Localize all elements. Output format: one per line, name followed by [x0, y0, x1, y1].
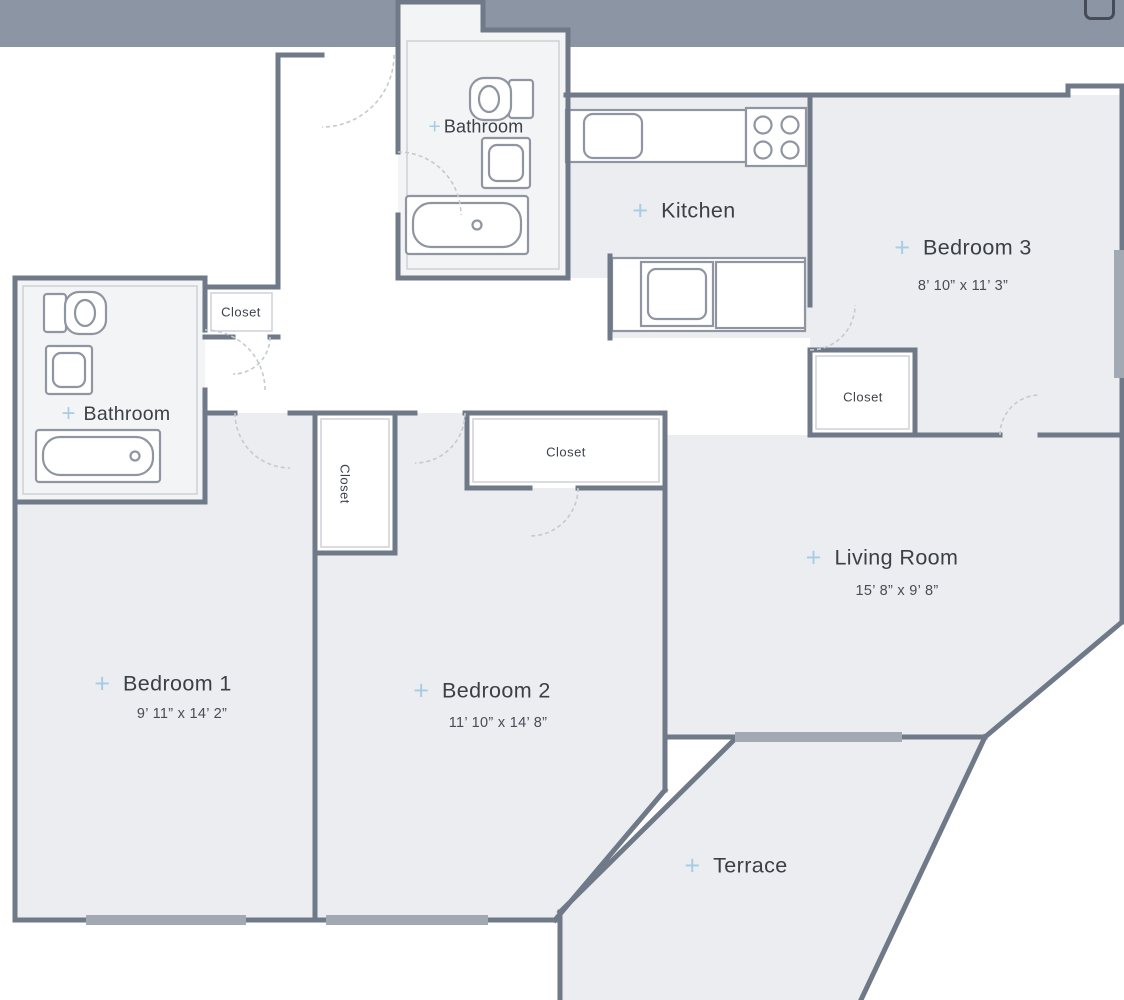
closet-center-area: [467, 413, 665, 488]
room-name: Bathroom: [443, 116, 524, 137]
room-label-bathroom-top: + Bathroom: [429, 117, 524, 138]
plus-icon[interactable]: +: [894, 232, 910, 263]
room-label-bedroom-3: + Bedroom 3: [894, 232, 1032, 263]
room-name: Bathroom: [83, 402, 171, 425]
walls: [12, 0, 1124, 1000]
room-label-bedroom-1: + Bedroom 1: [94, 668, 232, 699]
sink-icon: [44, 344, 94, 396]
room-name: Living Room: [834, 545, 959, 570]
closet-label-bedroom-3: Closet: [843, 389, 883, 405]
window-bedroom-2: [326, 915, 488, 925]
kitchen-sink-icon: [582, 112, 644, 160]
room-name: Bedroom 3: [923, 235, 1032, 260]
room-bedroom-2-area: [315, 413, 665, 920]
closet-hall-area: [315, 413, 395, 553]
room-label-kitchen: + Kitchen: [632, 195, 736, 226]
door-arc: [232, 336, 271, 375]
room-bedroom-1-area: [15, 413, 315, 920]
plus-icon[interactable]: +: [805, 542, 822, 573]
room-living-room-area: [665, 435, 1124, 737]
plus-icon[interactable]: +: [413, 675, 429, 706]
toilet-icon: [468, 76, 535, 122]
room-name: Bedroom 1: [123, 671, 232, 696]
room-terrace-area: [560, 737, 985, 1000]
closet-bedroom-3-area: [810, 350, 915, 435]
room-label-living-room: + Living Room: [805, 542, 959, 573]
room-dimensions-bedroom-2: 11’ 10” x 14’ 8”: [448, 715, 548, 731]
appliance-icon: [714, 260, 807, 330]
window-terrace: [735, 732, 902, 742]
room-label-bedroom-2: + Bedroom 2: [413, 675, 551, 706]
door-arc: [809, 304, 856, 351]
bathtub-icon: [34, 428, 162, 484]
closet-label-hall: Closet: [337, 464, 353, 504]
room-name: Bedroom 2: [442, 678, 551, 703]
door-arcs: [204, 54, 1041, 537]
kitchen-counter: [564, 108, 748, 164]
door-arc: [529, 487, 579, 537]
window-bedroom-1: [86, 915, 246, 925]
inner-outlines: [22, 40, 910, 548]
closet-label-center: Closet: [546, 444, 586, 460]
windows: [86, 250, 1124, 925]
plus-icon[interactable]: +: [684, 850, 701, 881]
closet-fills: [205, 287, 915, 553]
closet-top-left-area: [205, 287, 278, 337]
plus-icon[interactable]: +: [94, 668, 110, 699]
room-label-terrace: + Terrace: [684, 850, 788, 881]
door-arc: [234, 412, 291, 469]
room-dimensions-bedroom-3: 8’ 10” x 11’ 3”: [917, 278, 1009, 294]
plus-icon[interactable]: +: [61, 400, 76, 427]
door-arc: [999, 394, 1041, 436]
sink-icon: [480, 136, 532, 190]
closet-label-top-left: Closet: [221, 304, 261, 320]
room-label-bathroom-left: + Bathroom: [62, 402, 171, 426]
window-bedroom-3: [1114, 250, 1124, 378]
room-dimensions-living-room: 15’ 8” x 9’ 8”: [855, 583, 939, 599]
plus-icon[interactable]: +: [428, 115, 441, 139]
bathtub-icon: [404, 194, 530, 256]
fixtures: [34, 76, 808, 484]
door-arc: [321, 54, 395, 128]
plus-icon[interactable]: +: [632, 195, 649, 226]
room-name: Kitchen: [661, 198, 736, 223]
fullscreen-icon[interactable]: [1084, 0, 1115, 20]
toilet-icon: [42, 290, 108, 336]
kitchen-island: [610, 256, 807, 333]
door-arc: [414, 412, 466, 464]
room-name: Terrace: [713, 853, 788, 878]
stove-icon: [744, 106, 808, 168]
door-arc: [397, 151, 462, 216]
room-dimensions-bedroom-1: 9’ 11” x 14’ 2”: [136, 706, 228, 722]
